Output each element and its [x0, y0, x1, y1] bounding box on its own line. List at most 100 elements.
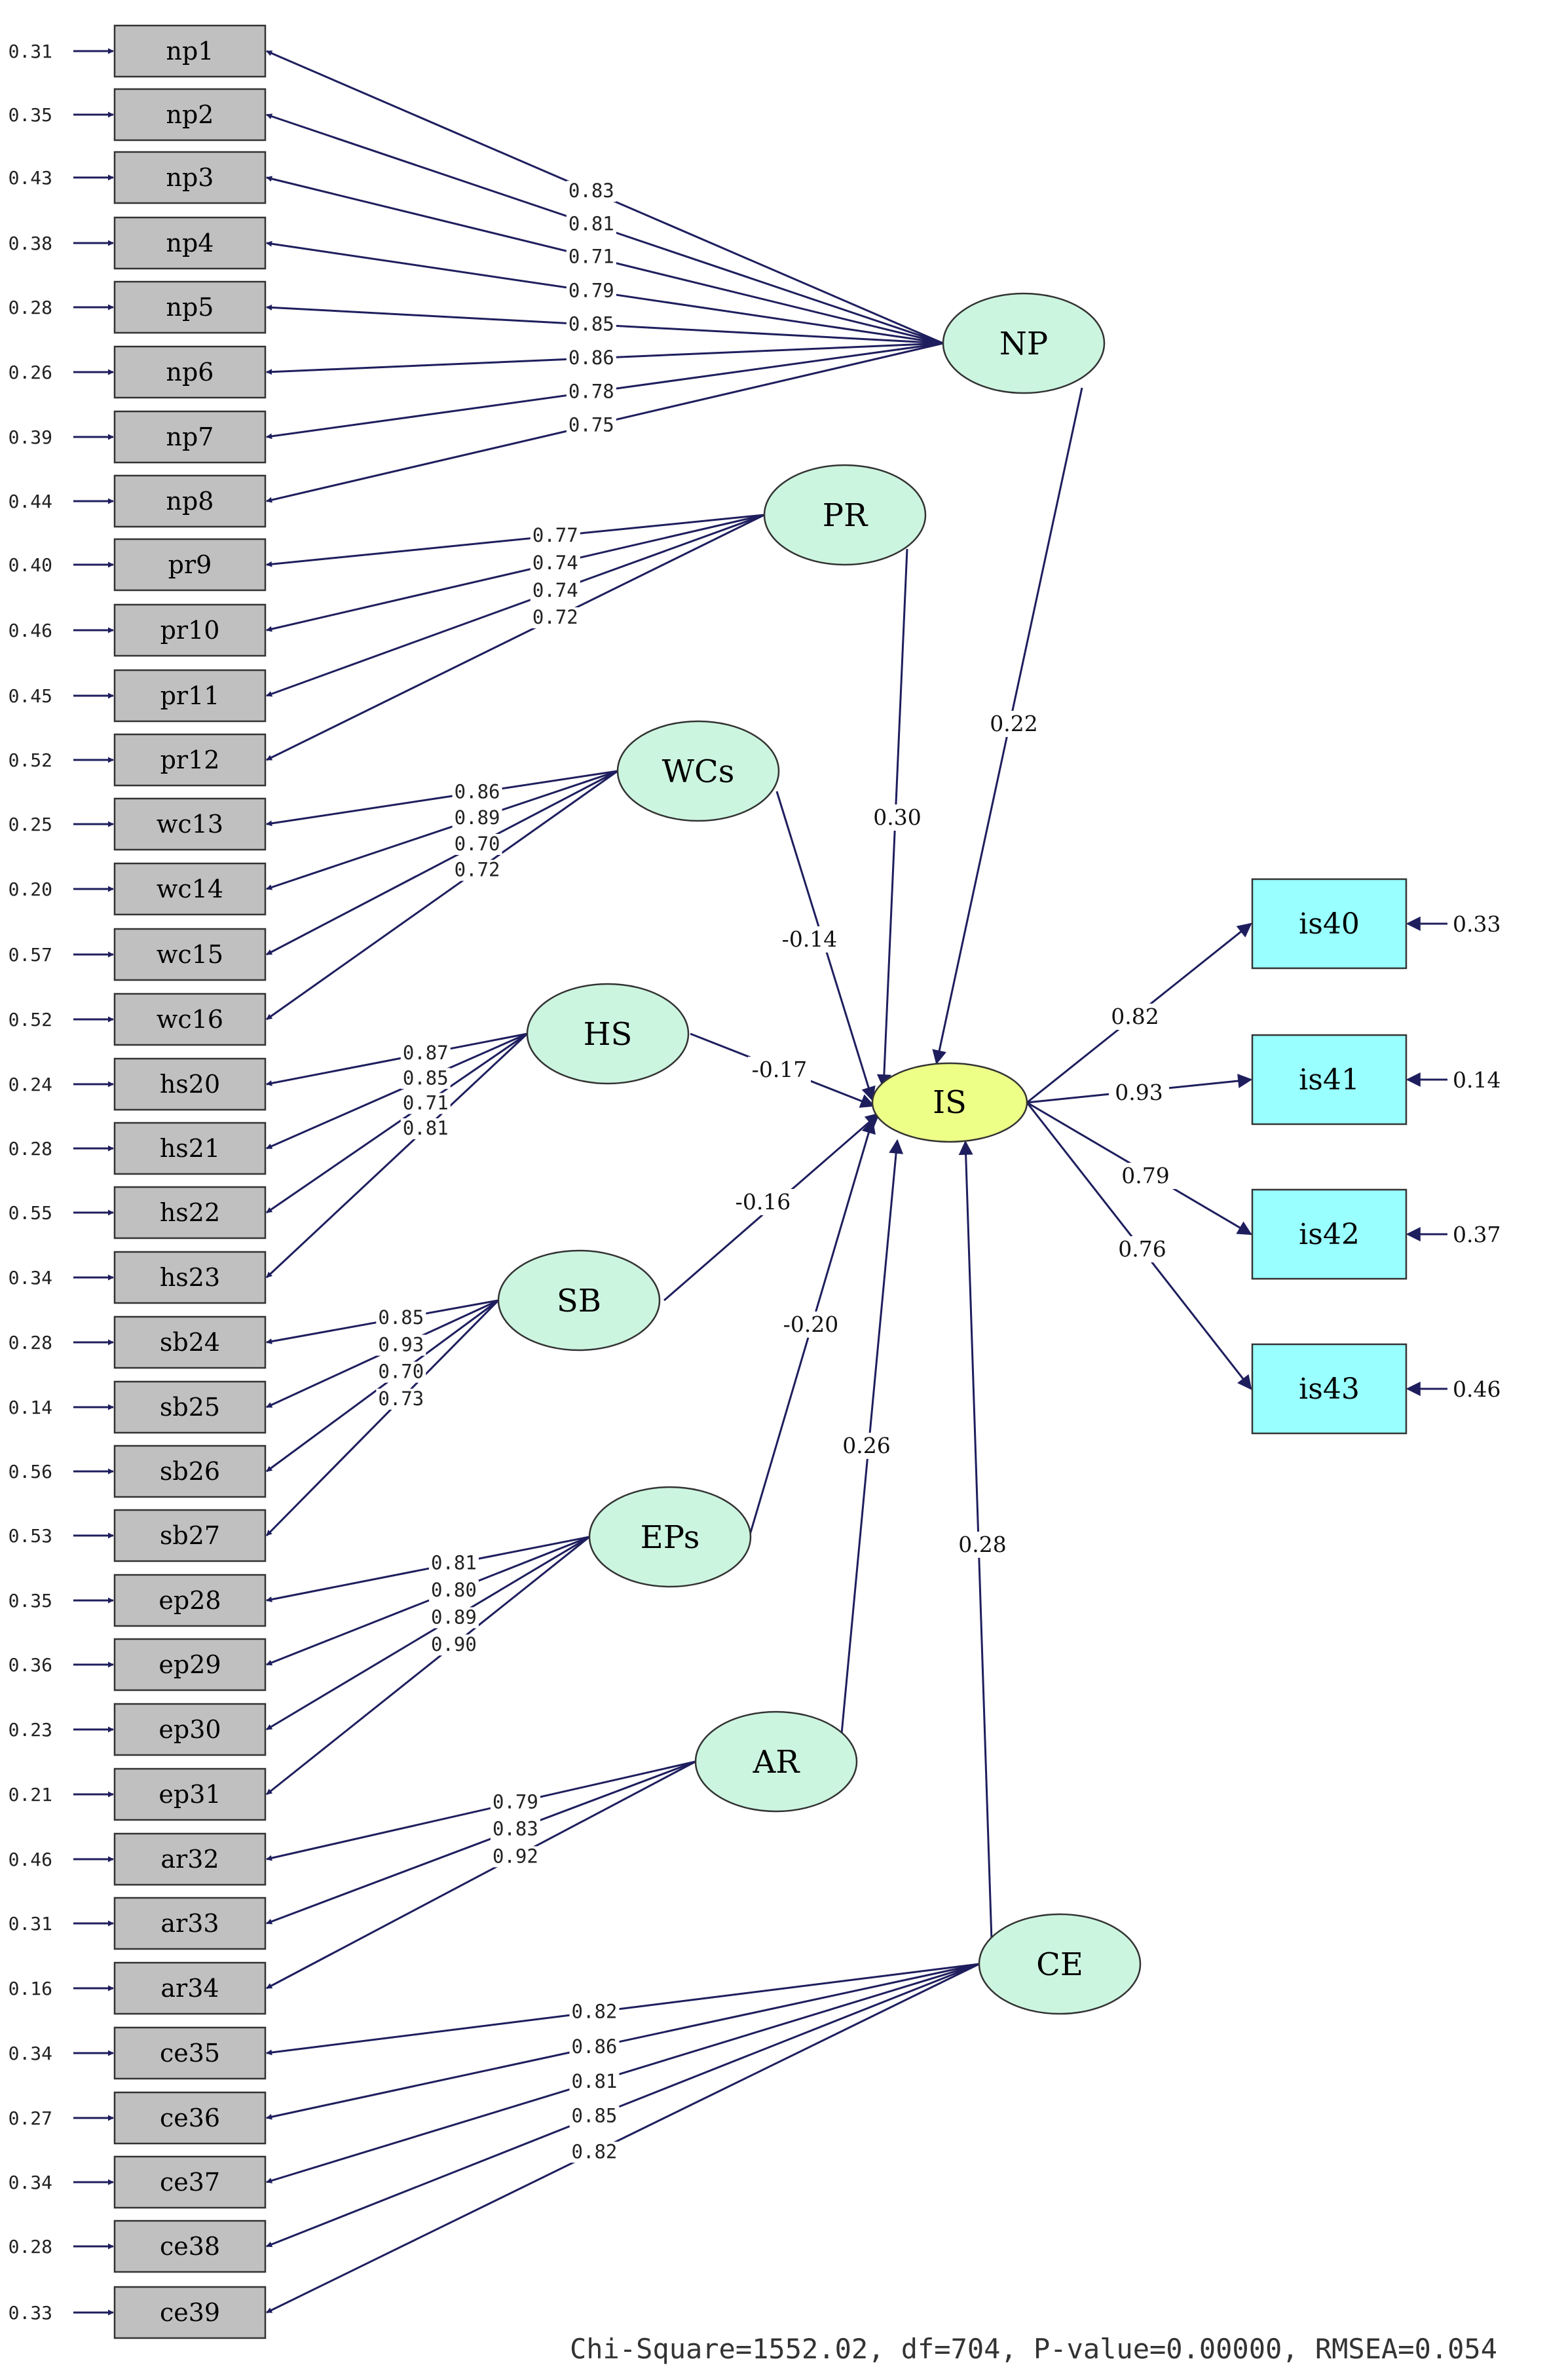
indicator-label-np6: np6 — [166, 358, 214, 387]
indicator-label-hs23: hs23 — [160, 1263, 220, 1292]
error-variance-sb27: 0.53 — [9, 1525, 52, 1547]
loading-label-bg-ar32 — [490, 1792, 540, 1813]
indicator-label-sb24: sb24 — [160, 1328, 220, 1357]
error-variance-np5: 0.28 — [9, 297, 52, 318]
loading-label-bg-hs20 — [400, 1043, 451, 1065]
latent-node-AR — [694, 1710, 858, 1813]
loading-path-ar32 — [266, 1760, 696, 1861]
indicator-box-sb25 — [113, 1380, 267, 1434]
loading-label-bg-pr10 — [530, 552, 580, 574]
indicator-box-ar32 — [113, 1832, 267, 1886]
indicator-box-ce38 — [113, 2219, 267, 2273]
outcome-label-is40: is40 — [1299, 907, 1360, 941]
loading-label-bg-sb26 — [376, 1361, 426, 1383]
indicator-box-hs23 — [113, 1251, 267, 1304]
structural-coef-SB: -0.16 — [736, 1189, 791, 1215]
latent-node-WCs — [616, 720, 780, 822]
indicator-box-wc14 — [113, 862, 267, 916]
latent-label-PR: PR — [823, 497, 868, 534]
indicator-label-ce39: ce39 — [160, 2298, 220, 2327]
indicator-label-ce37: ce37 — [160, 2168, 220, 2197]
indicator-label-ar32: ar32 — [160, 1845, 219, 1874]
indicator-label-ep28: ep28 — [158, 1586, 221, 1615]
loading-path-hs22 — [266, 1032, 528, 1214]
error-variance-ce37: 0.34 — [9, 2172, 52, 2193]
indicator-label-pr9: pr9 — [168, 550, 212, 579]
indicator-box-sb26 — [113, 1445, 267, 1498]
loading-label-bg-wc15 — [452, 834, 502, 855]
loading-label-bg-hs21 — [400, 1068, 451, 1089]
loading-label-wc14: 0.89 — [455, 806, 500, 829]
loading-path-hs23 — [265, 1032, 529, 1279]
indicator-box-ce36 — [113, 2091, 267, 2145]
outcome-box-is42 — [1251, 1188, 1407, 1280]
error-variance-np4: 0.38 — [9, 233, 52, 254]
indicator-label-ar34: ar34 — [160, 1974, 219, 2003]
indicator-box-np1 — [113, 24, 267, 78]
indicator-label-hs21: hs21 — [160, 1134, 220, 1163]
outcome-loading-is40: 0.82 — [1111, 1004, 1159, 1029]
outcome-box-is40 — [1251, 878, 1407, 970]
loading-path-hs20 — [266, 1032, 528, 1086]
loading-path-pr12 — [266, 514, 765, 761]
loading-label-bg-ce37 — [569, 2071, 620, 2092]
outcome-error-is40: 0.33 — [1453, 911, 1500, 937]
loading-path-wc14 — [266, 770, 618, 890]
latent-label-NP: NP — [999, 326, 1048, 362]
indicator-box-wc16 — [113, 992, 267, 1046]
indicator-label-ce36: ce36 — [160, 2104, 220, 2132]
error-variance-sb24: 0.28 — [9, 1332, 52, 1353]
loading-label-np6: 0.86 — [568, 347, 614, 369]
error-variance-np8: 0.44 — [9, 491, 52, 512]
indicator-label-ep29: ep29 — [158, 1650, 221, 1679]
error-variance-wc15: 0.57 — [9, 944, 52, 966]
loading-label-np3: 0.71 — [568, 245, 614, 267]
indicator-label-ce35: ce35 — [160, 2039, 220, 2068]
indicator-label-wc14: wc14 — [157, 875, 223, 903]
indicator-label-np4: np4 — [166, 229, 214, 257]
error-variance-wc16: 0.52 — [9, 1009, 52, 1030]
loading-label-bg-wc13 — [452, 782, 502, 803]
loading-label-ce37: 0.81 — [572, 2070, 618, 2092]
outcome-box-is43 — [1251, 1343, 1407, 1435]
loading-path-hs21 — [266, 1032, 528, 1150]
loading-path-ar33 — [266, 1760, 696, 1925]
error-variance-ce39: 0.33 — [9, 2302, 52, 2324]
error-variance-np6: 0.26 — [9, 362, 52, 383]
indicator-label-hs20: hs20 — [160, 1070, 220, 1099]
indicator-label-pr11: pr11 — [160, 681, 220, 710]
error-variance-ar32: 0.46 — [9, 1849, 52, 1870]
loading-path-pr11 — [266, 514, 765, 697]
loading-label-bg-np4 — [566, 280, 616, 302]
latent-label-CE: CE — [1036, 1946, 1083, 1983]
loading-label-sb25: 0.93 — [378, 1333, 424, 1355]
outcome-loading-is43: 0.76 — [1118, 1236, 1166, 1262]
indicator-box-ce35 — [113, 2026, 267, 2080]
latent-node-SB — [497, 1249, 661, 1351]
latent-node-CE — [978, 1913, 1142, 2015]
outcome-loading-bg-is40 — [1105, 1004, 1165, 1030]
loading-path-ep30 — [266, 1536, 590, 1731]
loading-path-wc15 — [266, 770, 618, 956]
indicator-label-wc16: wc16 — [157, 1005, 223, 1034]
loading-label-ep31: 0.90 — [431, 1633, 477, 1655]
loading-label-pr12: 0.72 — [532, 606, 578, 628]
indicator-label-np8: np8 — [166, 487, 214, 516]
error-variance-ep31: 0.21 — [9, 1784, 52, 1805]
loading-label-ar34: 0.92 — [493, 1845, 538, 1867]
loading-path-sb26 — [266, 1299, 499, 1473]
loading-label-sb24: 0.85 — [378, 1306, 424, 1329]
outcome-node-IS — [871, 1062, 1028, 1143]
loading-path-ep31 — [266, 1536, 590, 1796]
loading-path-ce36 — [266, 1963, 980, 2120]
error-variance-ep28: 0.35 — [9, 1590, 52, 1612]
error-variance-ar33: 0.31 — [9, 1913, 52, 1935]
outcome-error-is41: 0.14 — [1453, 1067, 1500, 1093]
latent-node-NP — [942, 292, 1106, 394]
latent-node-HS — [526, 983, 690, 1085]
outcome-error-is43: 0.46 — [1453, 1376, 1500, 1402]
loading-label-sb26: 0.70 — [378, 1361, 424, 1383]
loading-label-bg-ep31 — [428, 1634, 479, 1656]
error-variance-wc14: 0.20 — [9, 878, 52, 900]
structural-label-bg-PR — [866, 804, 929, 831]
